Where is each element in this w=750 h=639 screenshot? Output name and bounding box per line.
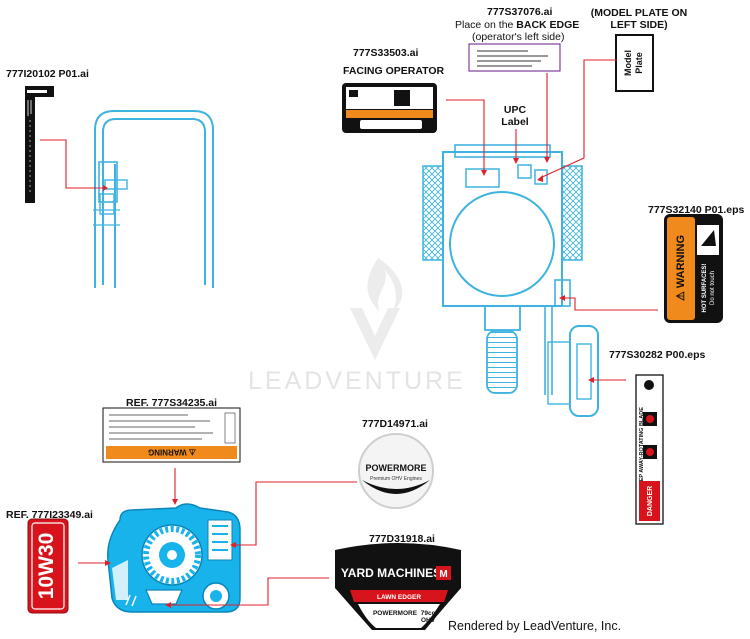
engine-cc: 79cc [421,610,436,617]
leader-yardmachines [168,577,329,606]
label-back-edge-note-2: (operator's left side) [472,31,565,43]
engine-outline [449,191,555,297]
yardmachines-m-icon: M [439,569,447,580]
hot-surface-text-2: Do not touch [710,271,716,305]
watermark-logo [350,258,403,360]
label-hot-surface-decal[interactable]: 777S32140 P01.eps [648,204,745,216]
hot-surface-warning-word: ⚠ WARNING [675,235,687,301]
label-ref-oil-decal[interactable]: REF. 777I23349.ai [6,509,93,521]
label-operator-decal[interactable]: 777S33503.ai [353,47,419,59]
model-plate-text-2: Plate [634,52,644,74]
engine-warning-word: ⚠ WARNING [148,448,196,457]
leader-model-plate [539,59,617,179]
blade-danger-word: DANGER [647,486,654,516]
leader-powermore [232,481,357,546]
lawn-edger-text: LAWN EDGER [377,594,421,601]
hot-surface-warning-decal[interactable]: ⚠ WARNING HOT SURFACES! Do not touch [664,214,723,323]
yardmachines-brand: YARD MACHINES [341,566,441,580]
left-rear-wheel [422,165,444,261]
label-handle-decal[interactable]: 777I20102 P01.ai [6,68,89,80]
oil-10w30-decal[interactable]: 10W30 [27,518,69,614]
blade-guard [569,325,599,417]
engine-warning-decal[interactable]: ⚠ WARNING [102,407,241,463]
oil-grade-text: 10W30 [35,533,58,600]
powermore-brand: POWERMORE [365,463,426,473]
yardmachines-decal[interactable]: YARD MACHINES M LAWN EDGER POWERMORE 79c… [335,543,461,630]
label-blade-decal[interactable]: 777S30282 P00.eps [609,349,706,361]
right-rear-wheel [561,165,583,261]
engine-ohv: OHV [421,617,436,624]
hot-surface-text-1: HOT SURFACES! [702,263,708,312]
leader-hot-surface [562,297,658,311]
leader-arrowheads [103,157,594,608]
operator-warning-decal[interactable] [342,83,437,133]
leadventure-watermark: LEADVENTURE [248,367,466,395]
leader-lines [40,59,658,606]
label-powermore-decal[interactable]: 777D14971.ai [362,418,428,430]
leader-handle-decal [40,139,103,189]
model-plate-text-1: Model [623,50,633,76]
model-plate[interactable]: Model Plate [615,34,654,92]
powermore-round-decal[interactable]: POWERMORE Premium OHV Engines [358,433,434,509]
label-yardmachines-decal[interactable]: 777D31918.ai [369,533,435,545]
leader-operator-decal [446,99,485,175]
label-back-edge-decal[interactable]: 777S37076.ai [487,6,553,18]
powermore-sub: Premium OHV Engines [370,476,422,482]
label-facing-operator: FACING OPERATOR [343,65,445,77]
label-ref-engine-decal[interactable]: REF. 777S34235.ai [126,397,218,409]
handle-depth-decal[interactable] [25,86,54,203]
front-wheel [486,330,518,394]
engine-side-view[interactable] [107,503,241,613]
blade-danger-decal[interactable]: KEEP AWAY-ROTATING BLADE DANGER [635,374,664,525]
edger-top-view[interactable] [422,144,599,417]
label-back-edge-note-1: Place on the BACK EDGE [455,19,580,31]
handle-assembly[interactable] [93,110,214,288]
yardmachines-powermore: POWERMORE [373,610,418,617]
blade-decal-text: KEEP AWAY-ROTATING BLADE [639,407,645,489]
rendered-by-footer: Rendered by LeadVenture, Inc. [448,619,622,633]
back-edge-warning-decal[interactable] [468,43,561,72]
